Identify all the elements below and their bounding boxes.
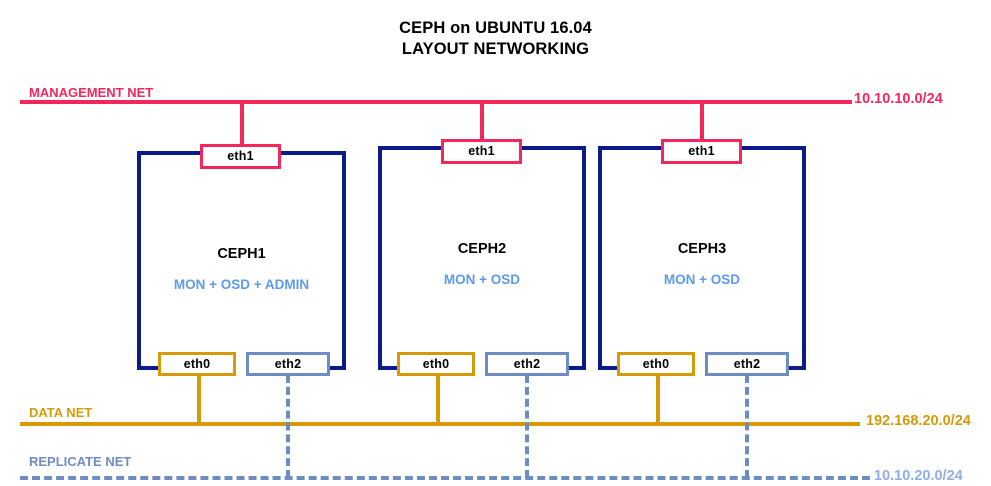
chassis-opening-bottom-ceph1 [158, 366, 330, 374]
replicate-net-bus-line [20, 476, 870, 480]
data-net-subnet: 192.168.20.0/24 [866, 413, 971, 429]
management-net-subnet: 10.10.10.0/24 [854, 91, 943, 107]
port-eth0-label-ceph2: eth0 [422, 356, 450, 371]
port-eth0-ceph2[interactable]: eth0 [397, 352, 475, 376]
port-eth0-label-ceph1: eth0 [183, 356, 211, 371]
management-drop-ceph1 [240, 100, 244, 146]
port-eth2-ceph2[interactable]: eth2 [485, 352, 569, 376]
data-net-bus-line [20, 422, 860, 426]
port-eth1-label-ceph2: eth1 [468, 144, 495, 159]
port-eth0-ceph1[interactable]: eth0 [158, 352, 236, 376]
node-chassis-ceph3 [598, 146, 806, 370]
diagram-title-line1: CEPH on UBUNTU 16.04 [399, 19, 592, 37]
replicate-net-label: REPLICATE NET [29, 454, 132, 469]
chassis-opening-bottom-ceph2 [397, 366, 569, 374]
node-chassis-ceph2 [378, 146, 586, 370]
data-drop-ceph2 [436, 375, 440, 424]
management-net-label: MANAGEMENT NET [29, 85, 154, 100]
node-name-ceph1: CEPH1 [217, 246, 266, 262]
replicate-net-subnet: 10.10.20.0/24 [874, 468, 963, 484]
node-name-ceph2: CEPH2 [457, 241, 507, 257]
data-drop-ceph1 [197, 375, 201, 424]
port-eth1-label-ceph3: eth1 [688, 144, 715, 159]
port-eth1-ceph3[interactable]: eth1 [661, 139, 742, 164]
port-eth1-ceph1[interactable]: eth1 [200, 144, 281, 169]
management-drop-ceph3 [700, 100, 704, 141]
chassis-opening-bottom-ceph3 [617, 366, 789, 374]
replicate-drop-ceph2 [525, 375, 529, 478]
data-drop-ceph3 [656, 375, 660, 424]
port-eth2-label-ceph1: eth2 [274, 356, 302, 371]
port-eth0-ceph3[interactable]: eth0 [617, 352, 695, 376]
port-eth2-ceph3[interactable]: eth2 [705, 352, 789, 376]
replicate-drop-ceph1 [286, 375, 290, 478]
port-eth2-ceph1[interactable]: eth2 [246, 352, 330, 376]
data-net-label: DATA NET [29, 405, 93, 420]
management-drop-ceph2 [480, 100, 484, 141]
port-eth1-label-ceph1: eth1 [227, 149, 254, 164]
port-eth0-label-ceph3: eth0 [642, 356, 670, 371]
node-roles-ceph3: MON + OSD [663, 272, 741, 287]
node-roles-ceph2: MON + OSD [443, 272, 521, 287]
port-eth1-ceph2[interactable]: eth1 [441, 139, 522, 164]
diagram-title-line2: LAYOUT NETWORKING [401, 40, 590, 58]
port-eth2-label-ceph2: eth2 [513, 356, 541, 371]
node-name-ceph3: CEPH3 [677, 241, 727, 257]
diagram-title: CEPH on UBUNTU 16.04 LAYOUT NETWORKING [0, 18, 991, 60]
replicate-drop-ceph3 [745, 375, 749, 478]
port-eth2-label-ceph3: eth2 [733, 356, 761, 371]
node-roles-ceph1: MON + OSD + ADMIN [173, 277, 310, 292]
management-net-bus-line [20, 100, 852, 104]
